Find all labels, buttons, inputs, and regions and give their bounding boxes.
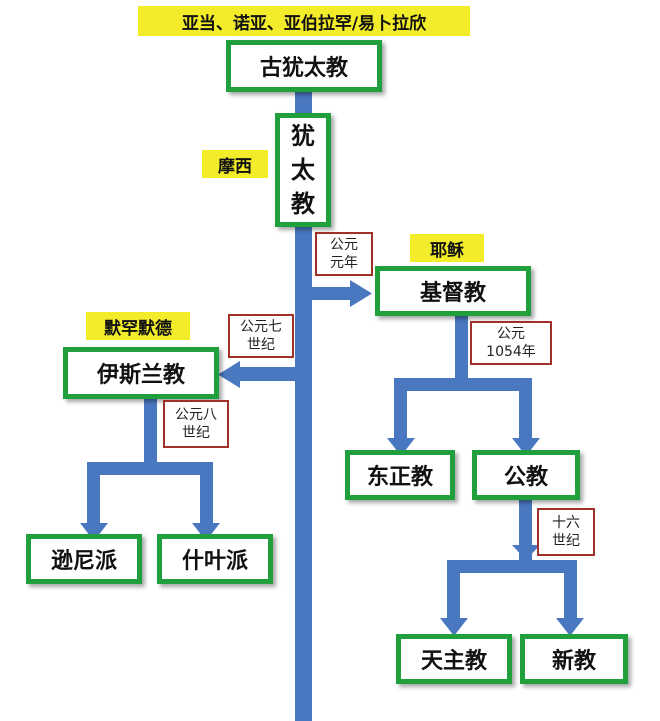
- date-7th-century: 公元七 世纪: [228, 314, 294, 358]
- sunni-drop-line: [87, 462, 100, 526]
- arrow-to-catholic-public: [512, 438, 540, 456]
- arrow-to-shia: [192, 523, 220, 541]
- islam-down-line: [144, 392, 157, 464]
- orthodox-drop-line: [394, 378, 407, 440]
- shia-drop-line: [200, 462, 213, 526]
- gongjiao-down-line: [519, 496, 532, 548]
- arrow-to-sunni: [80, 523, 108, 541]
- arrow-to-protestantism: [556, 618, 584, 636]
- founder-muhammad: 默罕默德: [86, 312, 190, 340]
- islam-branch-line: [238, 367, 295, 381]
- founder-jesus: 耶稣: [410, 234, 484, 262]
- patriarchs-label: 亚当、诺亚、亚伯拉罕/易卜拉欣: [138, 6, 470, 36]
- node-shia: 什叶派: [157, 534, 273, 584]
- node-judaism: 犹 太 教: [275, 113, 331, 227]
- gongjiao-center-line: [519, 545, 532, 565]
- date-1054: 公元 1054年: [470, 321, 552, 365]
- islam-split-horizontal: [87, 462, 213, 475]
- gongjiao-drop-line: [519, 378, 532, 440]
- gongjiao-split-horizontal: [447, 560, 577, 573]
- date-16th-century: 十六 世纪: [537, 508, 595, 556]
- node-protestantism: 新教: [520, 634, 628, 684]
- catholicism-drop-line: [447, 560, 460, 620]
- arrow-to-orthodox: [387, 438, 415, 456]
- judaism-char-2: 太: [291, 156, 315, 184]
- arrow-to-islam: [218, 361, 240, 388]
- date-ad1: 公元 元年: [315, 232, 373, 276]
- christianity-split-horizontal: [394, 378, 532, 391]
- judaism-char-1: 犹: [291, 122, 315, 150]
- judaism-char-3: 教: [291, 190, 315, 218]
- node-eastern-orthodox: 东正教: [345, 450, 455, 500]
- node-islam: 伊斯兰教: [63, 347, 219, 399]
- node-sunni: 逊尼派: [26, 534, 142, 584]
- protestantism-drop-line: [564, 560, 577, 620]
- founder-moses: 摩西: [202, 150, 268, 178]
- christianity-branch-line: [312, 287, 352, 300]
- node-catholic-public: 公教: [472, 450, 580, 500]
- christianity-down-line: [455, 312, 468, 380]
- main-trunk-line: [295, 90, 312, 721]
- node-ancient-judaism: 古犹太教: [226, 40, 382, 92]
- arrow-to-christianity: [350, 280, 372, 307]
- node-catholicism: 天主教: [396, 634, 512, 684]
- arrow-to-catholicism: [440, 618, 468, 636]
- date-8th-century: 公元八 世纪: [163, 400, 229, 448]
- node-christianity: 基督教: [375, 266, 531, 316]
